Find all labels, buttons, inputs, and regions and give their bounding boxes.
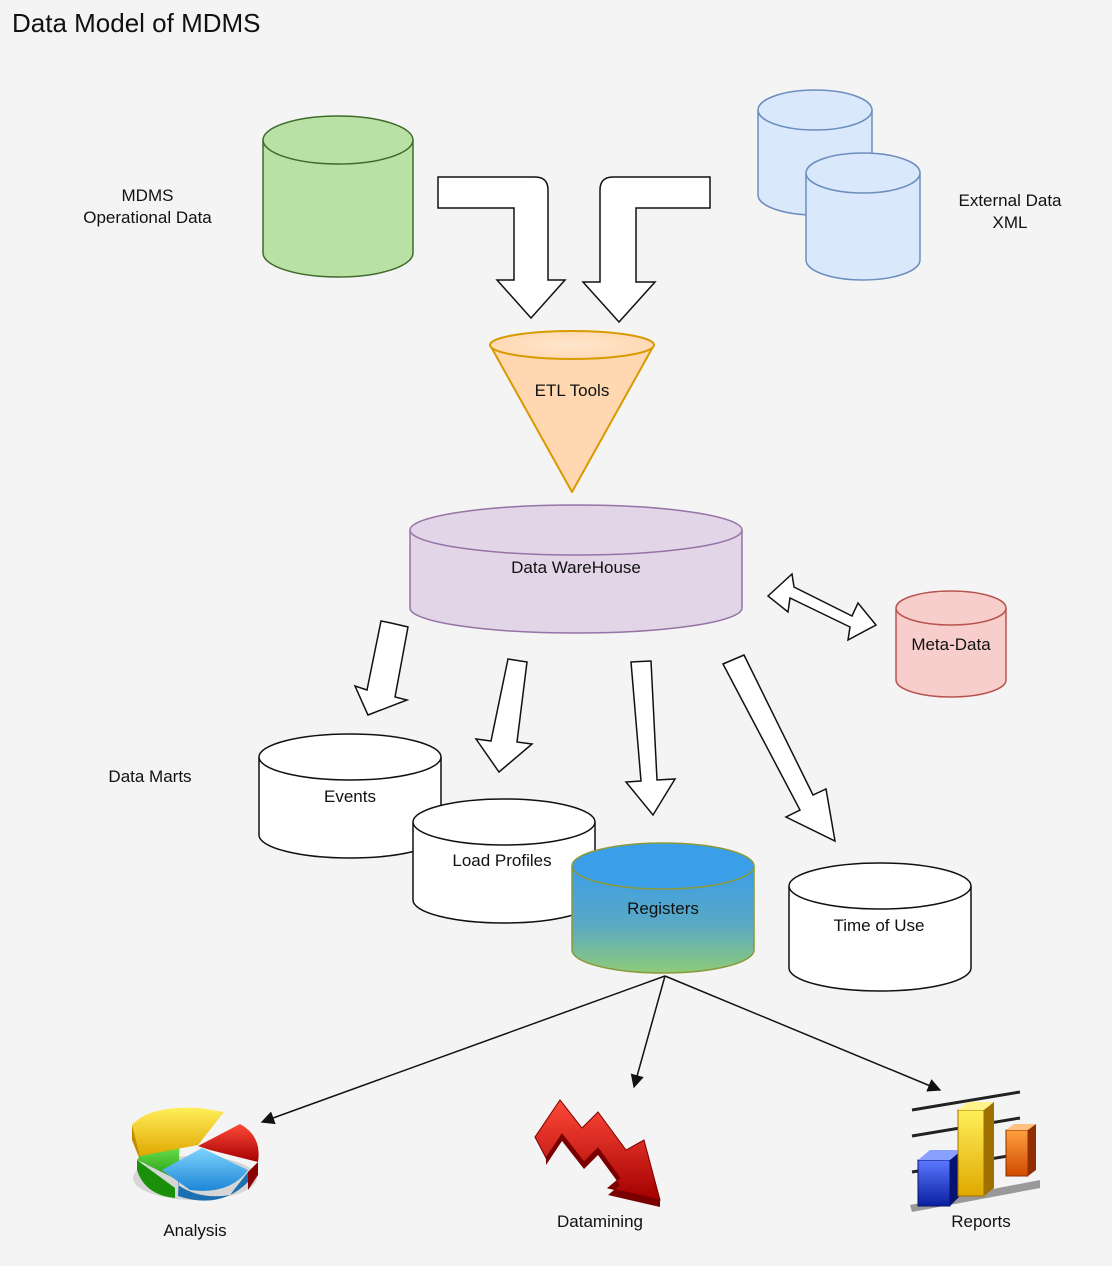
- arrow-to-load-profiles: [474, 658, 534, 774]
- arrow-warehouse-metadata: [766, 572, 878, 642]
- data-warehouse-label: Data WareHouse: [511, 558, 641, 577]
- time-of-use-cylinder: [788, 862, 972, 992]
- etl-tools-label: ETL Tools: [534, 381, 610, 400]
- arrow-to-registers: [624, 660, 677, 817]
- arrow-to-datamining: [630, 975, 666, 1089]
- load-profiles-cylinder: [412, 798, 596, 924]
- registers-cylinder: [571, 842, 755, 974]
- external-data-label: External Data XML: [958, 191, 1062, 232]
- arrow-to-events: [353, 620, 410, 716]
- etl-funnel: [489, 330, 655, 493]
- arrow-external-to-etl: [581, 176, 711, 324]
- pie-chart-icon: [132, 1107, 259, 1201]
- time-of-use-label: Time of Use: [833, 916, 925, 935]
- reports-label: Reports: [951, 1212, 1011, 1231]
- analysis-label: Analysis: [163, 1221, 227, 1240]
- data-marts-label: Data Marts: [108, 767, 192, 786]
- bar-chart-icon: [910, 1090, 1040, 1212]
- trend-down-icon: [534, 1099, 661, 1207]
- external-data-cylinder-front: [805, 152, 921, 281]
- arrow-to-reports: [664, 975, 942, 1092]
- datamining-label: Datamining: [557, 1212, 643, 1231]
- load-profiles-label: Load Profiles: [452, 851, 552, 870]
- arrow-to-analysis: [260, 975, 666, 1125]
- metadata-label: Meta-Data: [911, 635, 991, 654]
- data-warehouse-cylinder: [409, 504, 743, 634]
- operational-data-label: MDMS Operational Data: [83, 186, 212, 227]
- registers-label: Registers: [627, 899, 699, 918]
- page-title: Data Model of MDMS: [12, 8, 261, 38]
- arrow-to-time-of-use: [721, 654, 836, 843]
- arrow-operational-to-etl: [437, 176, 567, 320]
- metadata-cylinder: [895, 590, 1007, 698]
- events-label: Events: [324, 787, 376, 806]
- operational-data-cylinder: [262, 115, 414, 278]
